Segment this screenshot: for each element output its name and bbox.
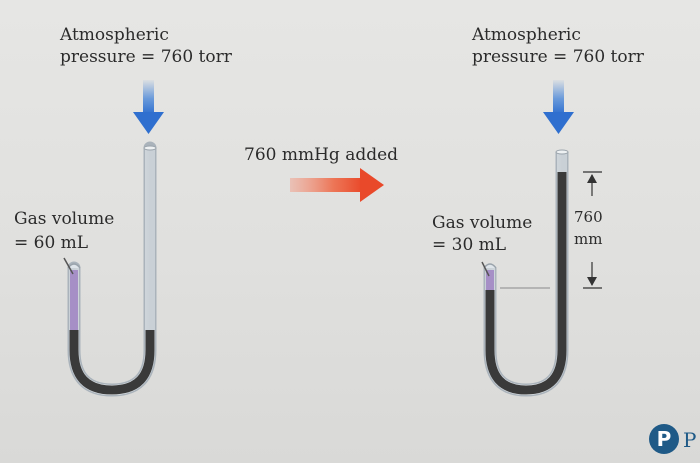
left-pressure-label-line1: Atmospheric <box>59 25 169 45</box>
right-gas-pointer <box>481 261 490 277</box>
right-gas-label-line1: Gas volume <box>432 213 532 233</box>
logo-letter: P <box>657 427 672 451</box>
logo-trailing-letter: P <box>683 428 696 452</box>
left-setup: Atmospheric pressure = 760 torr Gas volu… <box>14 25 233 397</box>
right-mercury-column <box>485 172 567 395</box>
left-gas-label-line1: Gas volume <box>14 209 114 229</box>
logo-circle <box>649 424 679 454</box>
middle-transition: 760 mmHg added <box>244 145 398 202</box>
left-pressure-arrow <box>133 80 164 134</box>
left-u-tube-glass <box>67 141 157 397</box>
height-label-line2: mm <box>574 230 602 248</box>
right-pressure-label-line2: pressure = 760 torr <box>472 47 645 67</box>
height-label-line1: 760 <box>574 208 603 226</box>
left-gas-region <box>70 270 78 330</box>
added-label: 760 mmHg added <box>244 145 398 165</box>
right-gas-label-line2: = 30 mL <box>432 235 506 255</box>
publisher-logo: P P <box>649 424 696 454</box>
right-pressure-label-line1: Atmospheric <box>471 25 581 45</box>
right-setup: Atmospheric pressure = 760 torr 760 mm <box>432 25 645 397</box>
left-gas-pointer <box>63 257 74 275</box>
right-pressure-arrow <box>543 80 574 134</box>
left-pressure-label-line2: pressure = 760 torr <box>60 47 233 67</box>
right-u-tube-glass <box>483 152 569 397</box>
height-dimension <box>583 171 602 289</box>
right-gas-region <box>486 270 494 290</box>
left-mercury-column <box>69 330 155 395</box>
added-arrow <box>290 168 384 202</box>
left-gas-label-line2: = 60 mL <box>14 233 88 253</box>
